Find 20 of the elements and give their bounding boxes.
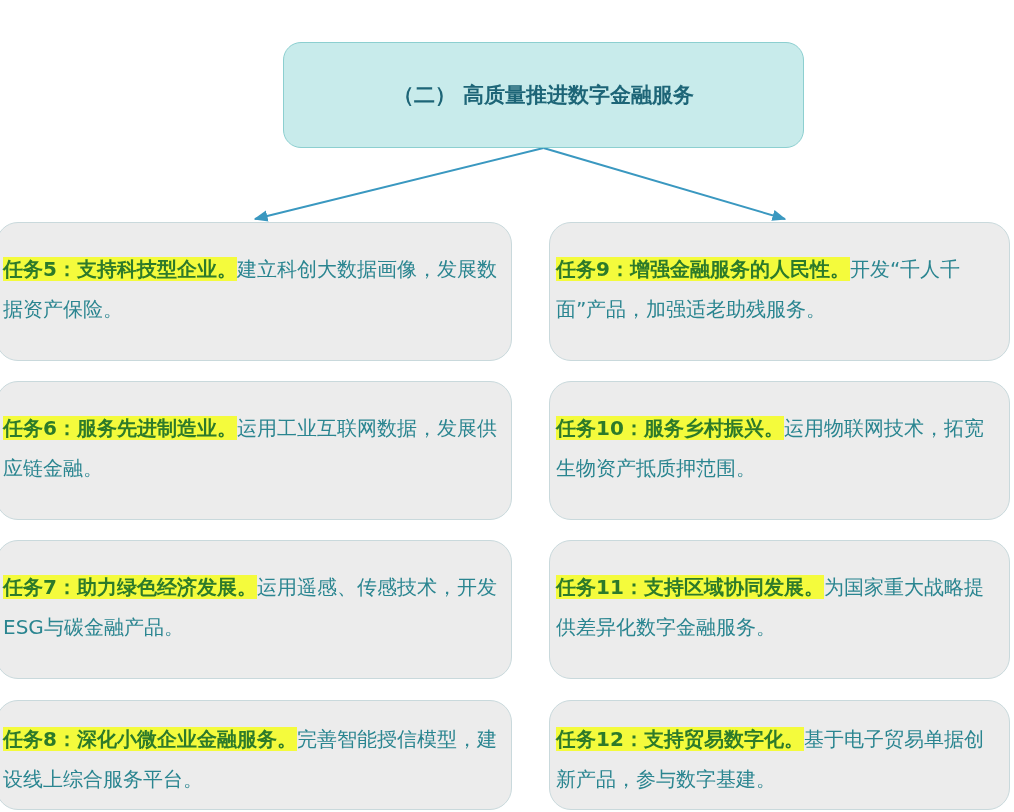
task-text: 任务9：增强金融服务的人民性。开发“千人千面”产品，加强适老助残服务。 — [556, 256, 962, 323]
task-card — [549, 700, 1010, 810]
task-card — [549, 222, 1010, 361]
task-text: 任务5：支持科技型企业。建立科创大数据画像，发展数据资产保险。 — [3, 256, 498, 323]
task-text: 任务10：服务乡村振兴。运用物联网技术，拓宽生物资产抵质押范围。 — [556, 415, 985, 482]
task-text: 任务7：助力绿色经济发展。运用遥感、传感技术，开发ESG与碳金融产品。 — [3, 574, 498, 641]
title-box — [283, 42, 804, 148]
task-text: 任务6：服务先进制造业。运用工业互联网数据，发展供应链金融。 — [3, 415, 498, 482]
task-card — [549, 540, 1010, 679]
task-card — [0, 540, 512, 679]
arrow — [253, 147, 545, 222]
task-text: 任务12：支持贸易数字化。基于电子贸易单据创新产品，参与数字基建。 — [556, 726, 985, 793]
title-text: （二） 高质量推进数字金融服务 — [392, 82, 695, 109]
task-text: 任务11：支持区域协同发展。为国家重大战略提供差异化数字金融服务。 — [556, 574, 985, 641]
task-text: 任务8：深化小微企业金融服务。完善智能授信模型，建设线上综合服务平台。 — [3, 726, 498, 793]
arrow — [542, 147, 787, 221]
task-card — [549, 381, 1010, 520]
task-card — [0, 222, 512, 361]
task-card — [0, 381, 512, 520]
task-card — [0, 700, 512, 810]
